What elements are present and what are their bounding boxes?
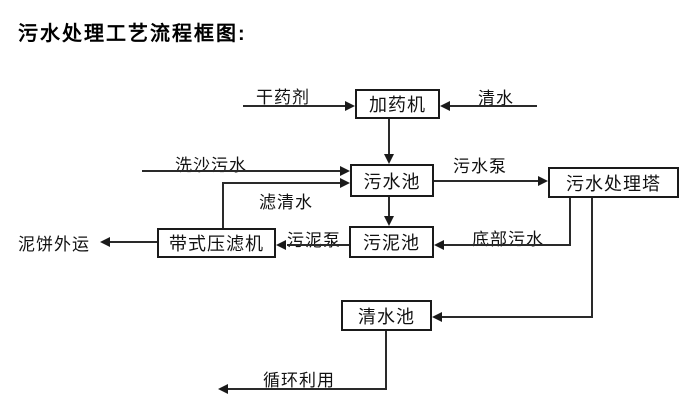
connector-sludge-pump xyxy=(287,244,349,246)
node-sludge-pool: 污泥池 xyxy=(349,226,434,258)
arrowhead-right-filtered-water xyxy=(340,178,350,188)
arrowhead-left-clean-water xyxy=(440,101,450,111)
arrowhead-right-dry-chemical xyxy=(345,101,355,111)
arrowhead-right-sand-washing xyxy=(340,166,350,176)
edge-label-filtered-water: 滤清水 xyxy=(259,193,313,212)
connector-bottom-sewage-vertical xyxy=(569,198,571,246)
edge-label-clean-water: 清水 xyxy=(478,89,514,108)
arrowhead-left-sludge-pump xyxy=(276,240,286,250)
arrowhead-right-sewage-pump xyxy=(538,176,548,186)
connector-sewage-to-sludge xyxy=(388,197,390,218)
connector-dosing-to-sewage xyxy=(388,119,390,156)
connector-mud-cake xyxy=(110,241,157,243)
node-sewage-pool: 污水池 xyxy=(350,164,434,197)
edge-label-sludge-pump: 污泥泵 xyxy=(287,231,341,250)
diagram-title: 污水处理工艺流程框图: xyxy=(18,23,247,45)
edge-label-sand-washing-sewage: 洗沙污水 xyxy=(175,156,247,175)
connector-sewage-pump xyxy=(434,180,540,182)
edge-label-mud-cake-transport: 泥饼外运 xyxy=(18,235,90,254)
edge-label-sewage-pump: 污水泵 xyxy=(453,157,507,176)
arrowhead-down-sewage-to-sludge xyxy=(384,216,394,226)
connector-recycle-horizontal xyxy=(227,388,387,390)
connector-sand-washing-sewage xyxy=(142,170,342,172)
connector-clean-water xyxy=(448,105,537,107)
node-dosing-machine: 加药机 xyxy=(355,89,440,119)
arrowhead-left-mud-cake xyxy=(100,237,110,247)
arrowhead-down-dosing-to-sewage xyxy=(384,154,394,164)
connector-filtered-water-horizontal xyxy=(222,182,342,184)
node-belt-filter-press: 带式压滤机 xyxy=(157,228,276,258)
connector-recycle-vertical xyxy=(385,331,387,390)
node-clean-water-pool: 清水池 xyxy=(341,300,432,331)
connector-tower-to-clean-horizontal xyxy=(441,316,593,318)
connector-tower-to-clean-vertical xyxy=(591,198,593,318)
connector-dry-chemical xyxy=(243,105,347,107)
connector-bottom-sewage-horizontal xyxy=(444,244,571,246)
connector-filtered-water-vertical xyxy=(222,182,224,228)
edge-label-dry-chemical: 干药剂 xyxy=(256,88,310,107)
edge-label-bottom-sewage: 底部污水 xyxy=(472,230,544,249)
edge-label-recycle-use: 循环利用 xyxy=(263,371,335,390)
arrowhead-left-recycle xyxy=(218,384,228,394)
node-sewage-treatment-tower: 污水处理塔 xyxy=(548,167,679,198)
arrowhead-left-tower-to-clean xyxy=(432,312,442,322)
arrowhead-left-bottom-sewage xyxy=(434,240,444,250)
